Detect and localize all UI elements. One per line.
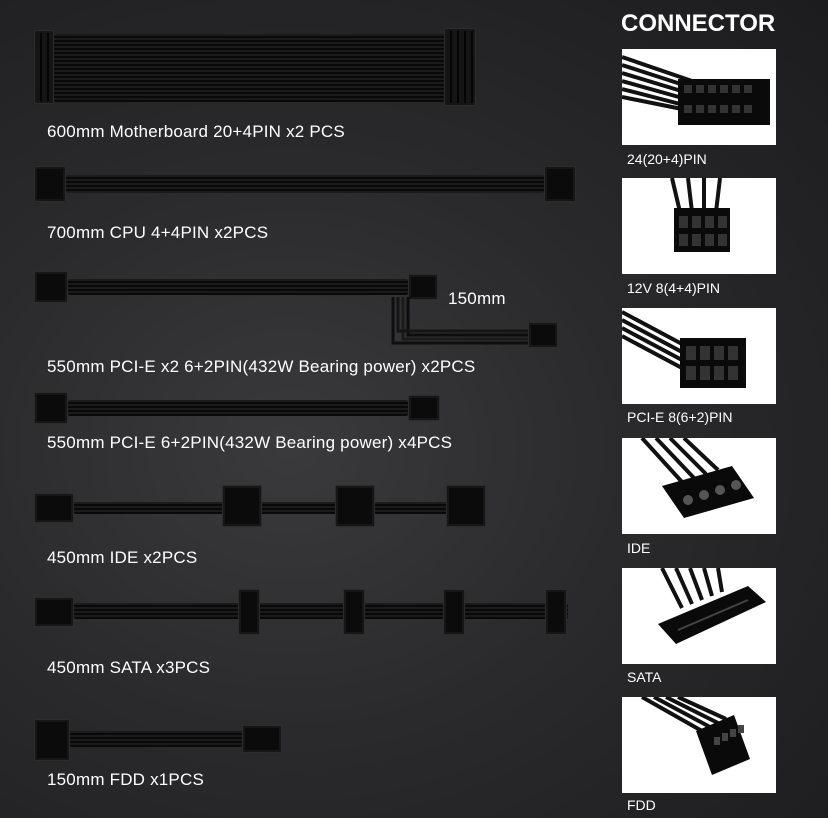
connector-ide-image [622, 438, 776, 534]
pcie-dual-plug-mid [408, 274, 438, 300]
cpu-plug-left [34, 166, 66, 202]
sata-cable-label: 450mm SATA x3PCS [47, 658, 211, 677]
connector-24pin-drawing [622, 55, 770, 125]
fdd-plug-left [34, 719, 70, 761]
connector-cpu-label: 12V 8(4+4)PIN [627, 280, 720, 296]
connector-fdd-drawing [641, 697, 750, 775]
fdd-wire-bundle [70, 731, 242, 747]
connector-ide-drawing [640, 438, 754, 518]
sata-plug-4 [545, 589, 567, 635]
connector-24pin-label: 24(20+4)PIN [627, 151, 707, 167]
connector-fdd-image [622, 697, 776, 793]
motherboard-cable-label: 600mm Motherboard 20+4PIN x2 PCS [47, 122, 345, 141]
pcie-dual-branch-wires [391, 297, 530, 345]
sata-plug-3 [443, 589, 465, 635]
ide-plug-left [34, 493, 74, 523]
connector-sata-drawing [658, 568, 766, 644]
motherboard-plug-left [34, 30, 54, 104]
motherboard-plug-right [444, 28, 476, 106]
cpu-cable-label: 700mm CPU 4+4PIN x2PCS [47, 223, 269, 242]
connector-sata-label: SATA [627, 669, 662, 685]
connector-pcie-label: PCI-E 8(6+2)PIN [627, 409, 733, 425]
motherboard-wire-bundle [54, 34, 444, 102]
connector-ide-label: IDE [627, 540, 651, 556]
pcie-dual-branch-label: 150mm [448, 289, 506, 308]
connector-fdd-label: FDD [627, 797, 656, 813]
ide-plug-3 [446, 485, 486, 527]
pcie-dual-wire-bundle [68, 279, 408, 295]
connector-24pin-image [622, 49, 776, 145]
ide-plug-2 [335, 485, 375, 527]
connector-cpu-image [622, 178, 776, 274]
pcie-single-plug-right [408, 395, 440, 421]
fdd-cable-label: 150mm FDD x1PCS [47, 770, 204, 789]
ide-wire-bundle [74, 502, 470, 514]
cpu-plug-right [544, 166, 576, 202]
sata-wire-bundle [74, 603, 568, 619]
pcie-dual-plug-left [34, 271, 68, 303]
pcie-dual-plug-branch [528, 322, 558, 348]
sata-plug-1 [238, 589, 260, 635]
connector-cpu-drawing [670, 178, 730, 252]
fdd-plug-right [242, 725, 282, 753]
connector-sata-image [622, 568, 776, 664]
pcie-single-cable-label: 550mm PCI-E 6+2PIN(432W Bearing power) x… [47, 433, 453, 452]
pcie-single-wire-bundle [68, 400, 408, 416]
sata-plug-2 [343, 589, 365, 635]
ide-plug-1 [222, 485, 262, 527]
connector-pcie-image [622, 308, 776, 404]
connector-pcie-drawing [622, 310, 746, 388]
pcie-dual-cable-label: 550mm PCI-E x2 6+2PIN(432W Bearing power… [47, 357, 476, 376]
ide-cable-label: 450mm IDE x2PCS [47, 548, 198, 567]
cpu-wire-bundle [66, 175, 544, 193]
connector-title: CONNECTOR [621, 10, 776, 37]
pcie-single-plug-left [34, 392, 68, 424]
sata-plug-left [34, 597, 74, 627]
